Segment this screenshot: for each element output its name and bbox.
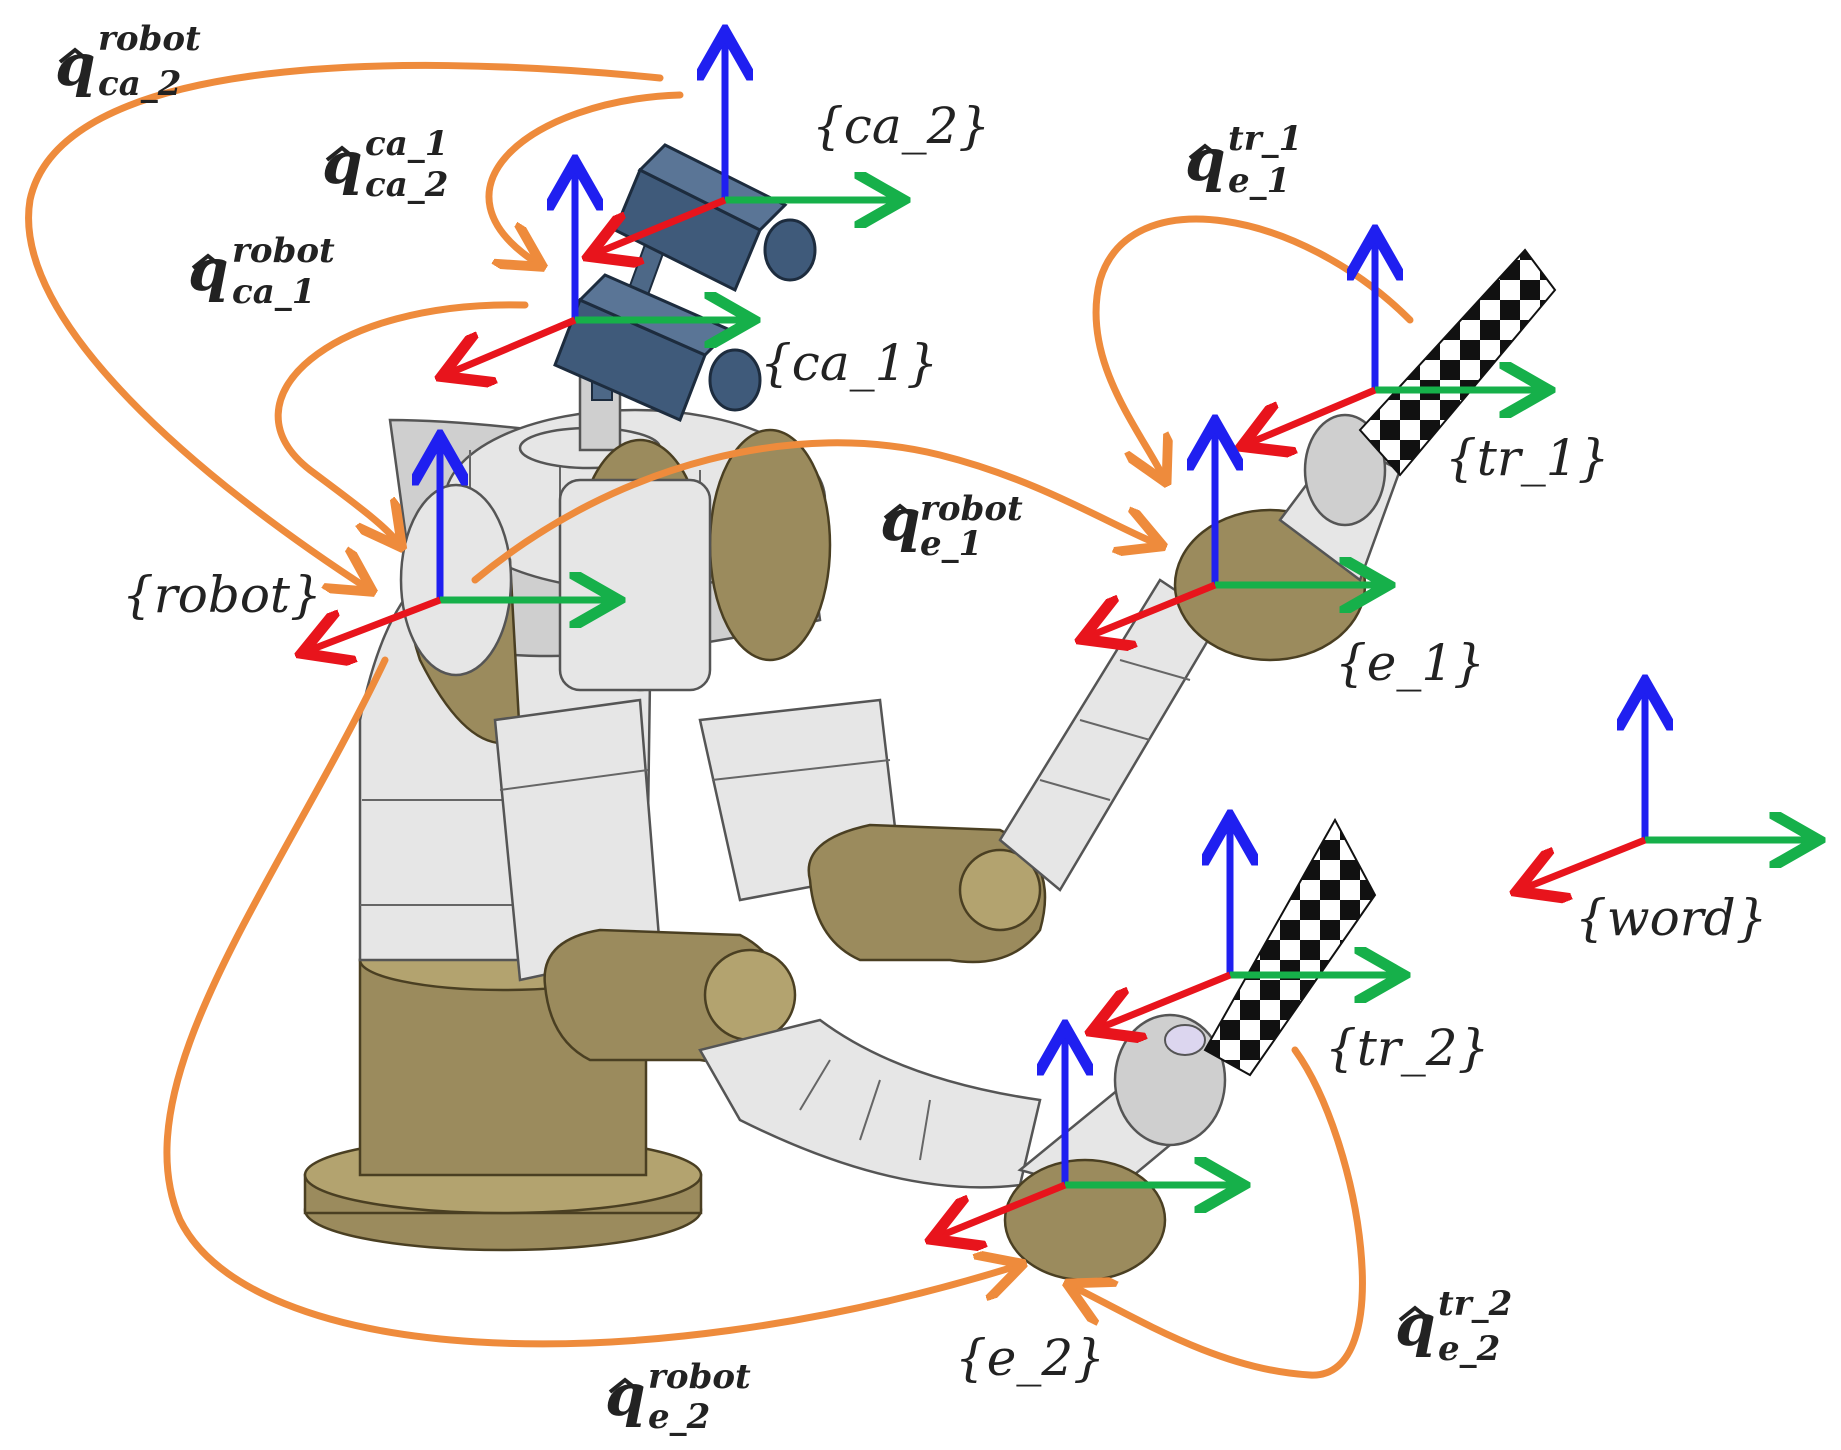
frame-axes-robot: [305, 440, 615, 652]
q-subscript: e_1: [1228, 161, 1290, 201]
frame-label-ca1: {ca_1}: [760, 334, 938, 392]
q-symbol: q: [322, 129, 363, 197]
q-superscript: robot: [648, 1357, 751, 1397]
frame-label-tr1: {tr_1}: [1445, 429, 1609, 487]
transform-label-robot-ca1: q robot ca_1: [188, 231, 335, 312]
frame-label-robot: {robot}: [122, 566, 322, 624]
arrow-ca2-to-ca1: [485, 91, 684, 265]
q-subscript: ca_1: [232, 272, 315, 312]
calibration-target-1: [1358, 248, 1557, 477]
frame-axes-e2: [935, 1030, 1240, 1238]
calibration-target-2: [1203, 817, 1377, 1077]
arrow-tr1-to-e1: [1092, 215, 1414, 480]
frame-label-e2: {e_2}: [955, 1329, 1105, 1387]
q-subscript: ca_2: [98, 64, 181, 104]
q-superscript: robot: [232, 231, 335, 271]
q-symbol: q: [1185, 126, 1226, 194]
transform-label-tr1-e1: q tr_1 e_1: [1185, 119, 1302, 201]
robot-forearm-lower: [698, 1013, 1227, 1282]
q-superscript: ca_1: [365, 124, 448, 164]
camera-2-body: [613, 143, 817, 293]
frame-label-word: {word}: [1575, 889, 1767, 947]
frame-axes-tr1: [1245, 235, 1545, 445]
frame-label-ca2: {ca_2}: [812, 97, 990, 155]
frame-labels: {ca_2} {ca_1} {tr_1} {robot} {e_1} {word…: [122, 97, 1767, 1387]
q-subscript: e_2: [1438, 1329, 1500, 1369]
q-superscript: robot: [920, 489, 1023, 529]
transform-label-robot-ca2: q robot ca_2: [55, 19, 201, 104]
q-symbol: q: [55, 31, 96, 99]
arrow-robot-to-e1: [471, 439, 1160, 584]
transform-label-robot-e2: q robot e_2: [605, 1357, 751, 1437]
frame-axes-e1: [1085, 425, 1385, 638]
q-symbol: q: [880, 486, 921, 554]
frame-axes-ca2: [592, 35, 900, 255]
frame-axes-ca1: [445, 165, 750, 375]
q-subscript: ca_2: [365, 165, 448, 205]
transform-label-robot-e1: q robot e_1: [880, 486, 1023, 564]
transform-label-tr2-e2: q tr_2 e_2: [1395, 1284, 1512, 1369]
camera-1-body: [553, 273, 762, 423]
arrow-tr2-to-e2: [1070, 1046, 1366, 1379]
q-superscript: tr_1: [1228, 119, 1302, 159]
robot-elbows: [543, 823, 1047, 1063]
q-symbol: q: [188, 236, 229, 304]
q-symbol: q: [605, 1361, 646, 1429]
q-superscript: robot: [98, 19, 201, 59]
q-subscript: e_1: [920, 524, 982, 564]
q-symbol: q: [1395, 1291, 1436, 1359]
q-superscript: tr_2: [1438, 1284, 1512, 1324]
transform-label-ca1-ca2: q ca_1 ca_2: [322, 124, 448, 205]
transform-arrows: [25, 61, 1414, 1379]
arrow-ca1-to-robot: [274, 301, 529, 545]
robot-illustration: [303, 143, 1557, 1282]
frame-axes-word: [1520, 685, 1815, 890]
arrow-robot-to-ca2: [25, 61, 664, 590]
arrow-robot-to-e2: [163, 656, 1020, 1348]
robot-shoulders: [399, 428, 832, 745]
frame-label-tr2: {tr_2}: [1325, 1019, 1489, 1077]
frame-label-e1: {e_1}: [1335, 634, 1485, 692]
frame-axes-tr2: [1095, 820, 1400, 1030]
q-subscript: e_2: [648, 1397, 710, 1437]
